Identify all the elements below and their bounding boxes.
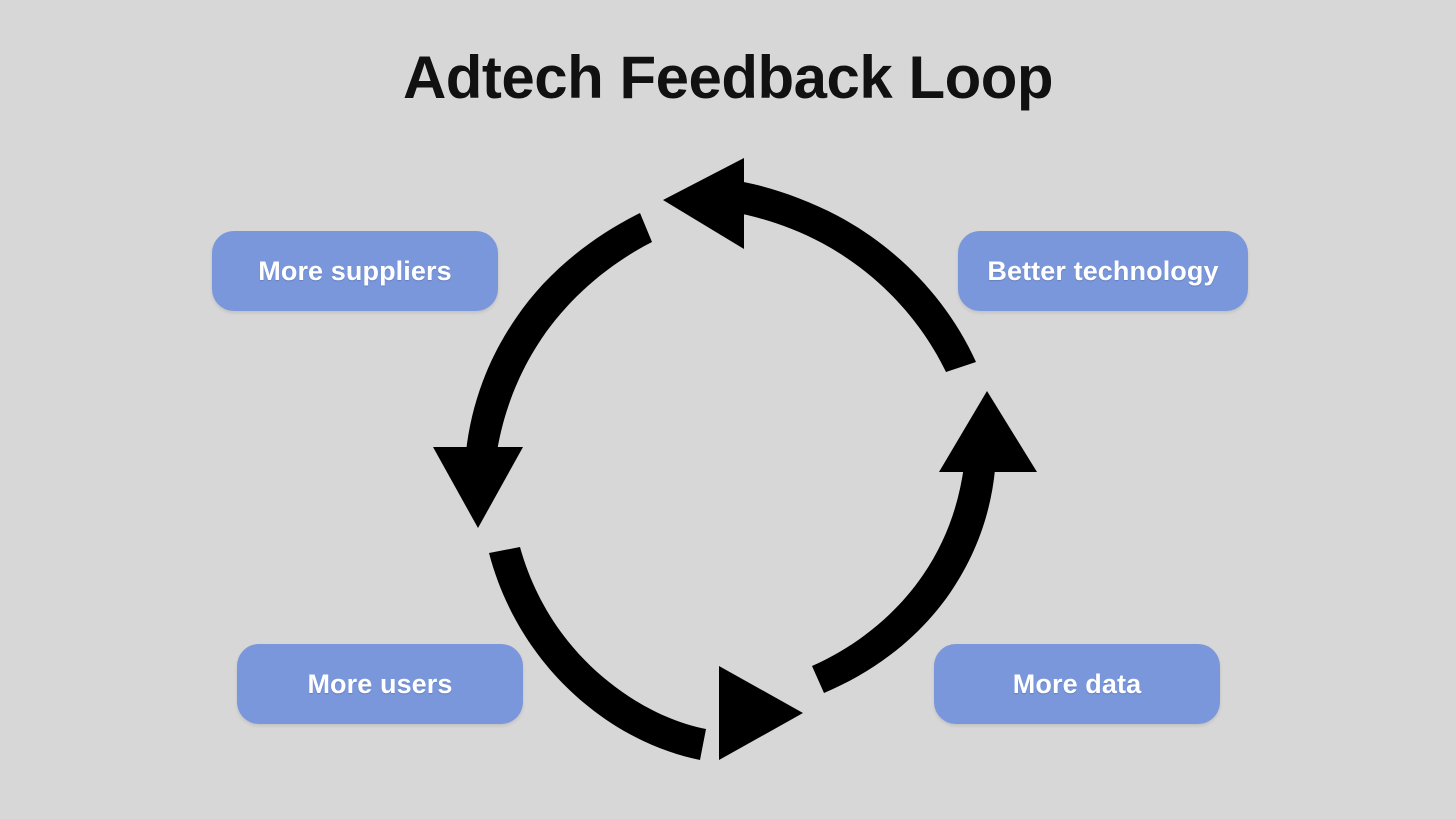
arrow-top-right-to-top-left bbox=[663, 158, 976, 372]
page-title: Adtech Feedback Loop bbox=[402, 44, 1054, 111]
node-more-data-label: More data bbox=[1012, 668, 1142, 699]
arrow-top-shaft bbox=[732, 180, 976, 372]
node-more-suppliers-label: More suppliers bbox=[258, 255, 452, 286]
arrow-top-head bbox=[663, 158, 744, 249]
node-more-users[interactable]: More users bbox=[237, 644, 523, 724]
arrow-bottom-shaft bbox=[489, 547, 706, 760]
node-more-data[interactable]: More data bbox=[934, 644, 1220, 724]
arrow-left-head bbox=[433, 447, 523, 528]
node-more-suppliers[interactable]: More suppliers bbox=[212, 231, 498, 311]
node-more-users-label: More users bbox=[307, 668, 453, 699]
node-better-technology-label: Better technology bbox=[987, 255, 1219, 286]
arrow-right-head bbox=[939, 391, 1037, 472]
arrow-bottom-left-to-bottom-right bbox=[489, 547, 803, 760]
node-better-technology[interactable]: Better technology bbox=[958, 231, 1248, 311]
arrow-bottom-head bbox=[719, 666, 803, 760]
